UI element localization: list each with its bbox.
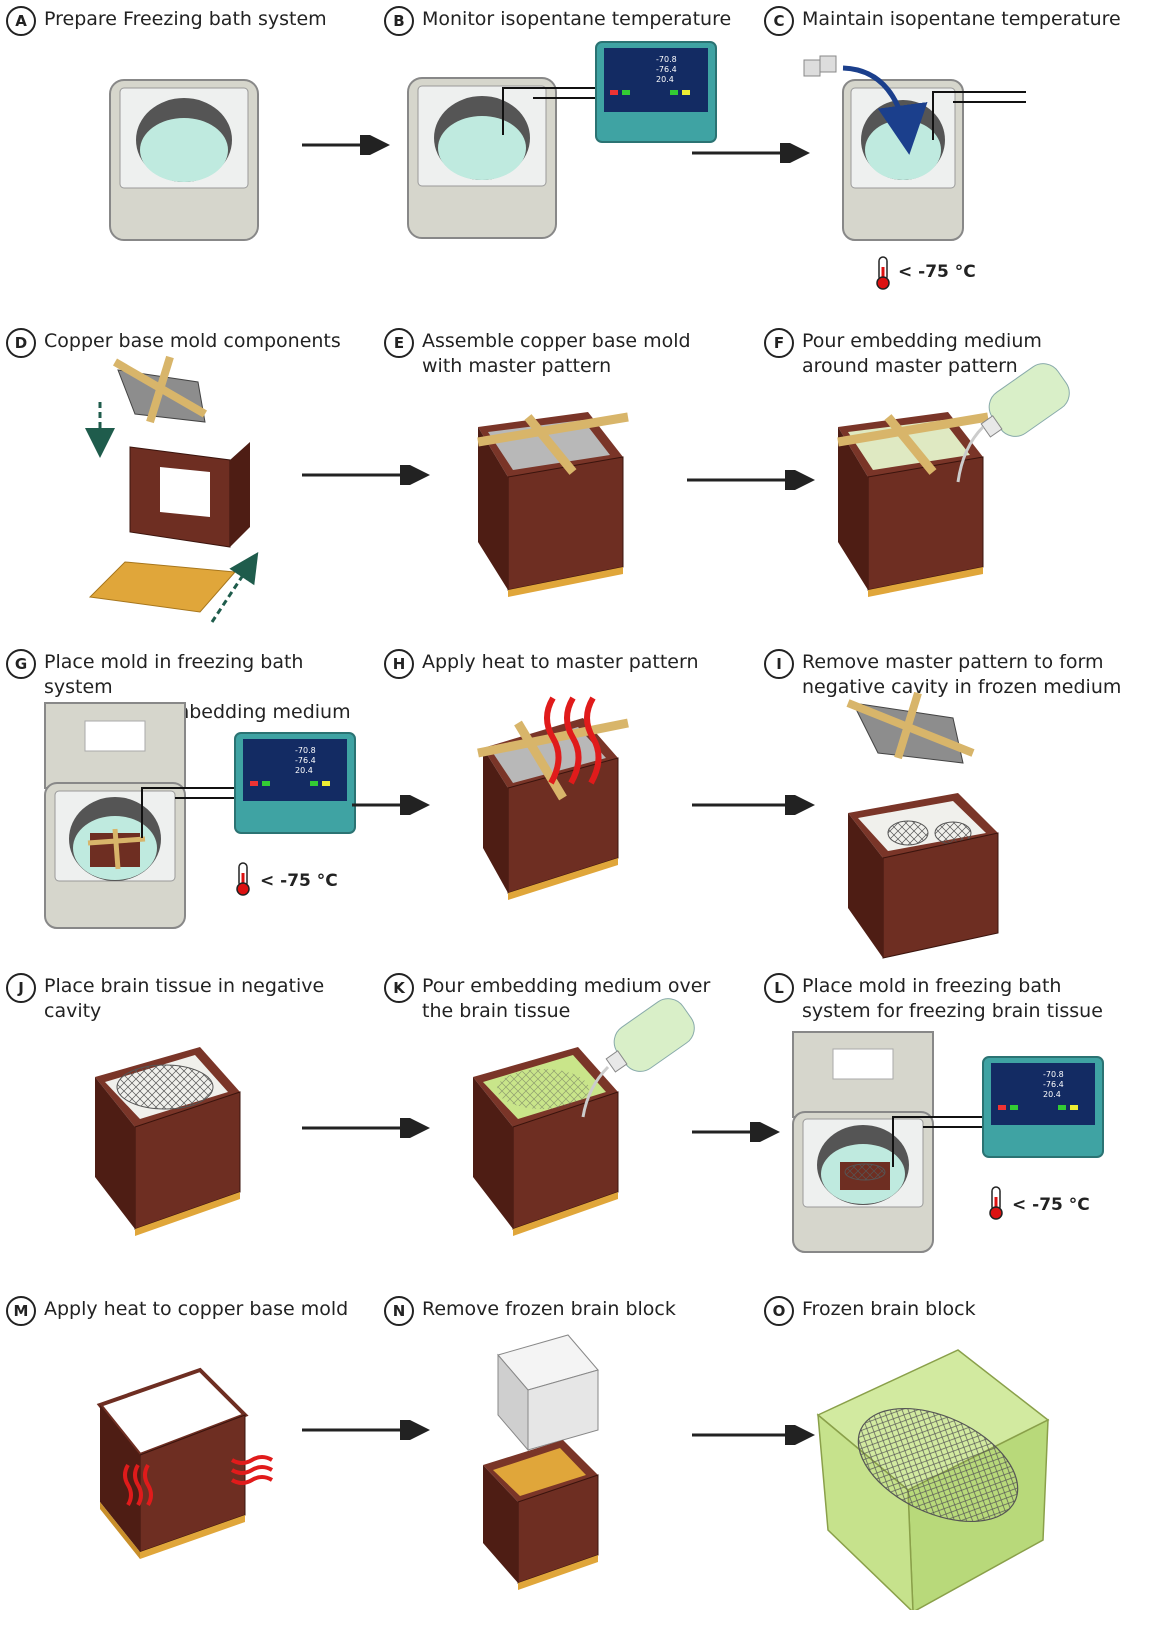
panel-title: Assemble copper base mold with master pa… bbox=[422, 330, 691, 377]
negative-cavity-illustration bbox=[846, 691, 999, 959]
thermometer-icon bbox=[989, 1186, 1003, 1220]
freezing-bath-illustration bbox=[109, 79, 259, 241]
monitor-reading-2: -76.4 bbox=[656, 65, 677, 74]
panel-f: F Pour embedding medium around master pa… bbox=[758, 322, 1128, 642]
flow-arrow-e-f bbox=[687, 470, 815, 490]
flow-arrow-k-l bbox=[692, 1122, 780, 1142]
temperature-label: < -75 °C bbox=[898, 262, 976, 282]
panel-title: Frozen brain block bbox=[802, 1298, 976, 1320]
maintain-temperature-illustration bbox=[803, 55, 1026, 241]
flow-arrow-h-i bbox=[692, 795, 815, 815]
panel-title: Apply heat to copper base mold bbox=[44, 1298, 349, 1320]
assembled-mold-illustration bbox=[477, 412, 629, 597]
thermometer-icon bbox=[876, 256, 890, 290]
panel-title: Place brain tissue in negative cavity bbox=[44, 975, 325, 1022]
panel-j: J Place brain tissue in negative cavity bbox=[0, 967, 370, 1287]
panel-title: Place mold in freezing bath system for f… bbox=[802, 975, 1103, 1022]
frozen-brain-block-illustration bbox=[816, 1349, 1050, 1610]
panel-letter: N bbox=[384, 1296, 414, 1326]
panel-title: Pour embedding medium over the brain tis… bbox=[422, 975, 711, 1022]
monitor-reading-2: -76.4 bbox=[1043, 1080, 1064, 1089]
panel-title: Copper base mold components bbox=[44, 330, 341, 352]
panel-title: Maintain isopentane temperature bbox=[802, 8, 1121, 30]
flow-arrow-m-n bbox=[302, 1420, 430, 1440]
monitor-reading-3: 20.4 bbox=[295, 766, 313, 775]
flow-arrow-g-h bbox=[352, 795, 430, 815]
remove-frozen-block-illustration bbox=[483, 1334, 599, 1590]
mold-components-illustration bbox=[85, 355, 259, 623]
panel-title: Apply heat to master pattern bbox=[422, 651, 699, 673]
panel-letter: C bbox=[764, 6, 794, 36]
heat-master-pattern-illustration bbox=[477, 696, 629, 900]
monitor-reading-1: -70.8 bbox=[1043, 1070, 1064, 1079]
panel-i: I Remove master pattern to form negative… bbox=[758, 643, 1128, 963]
panel-letter: D bbox=[6, 328, 36, 358]
monitor-reading-1: -70.8 bbox=[295, 746, 316, 755]
monitor-reading-3: 20.4 bbox=[656, 75, 674, 84]
panel-b: B Monitor isopentane temperature -70.8 -… bbox=[378, 0, 748, 320]
panel-h: H Apply heat to master pattern bbox=[378, 643, 748, 963]
flow-arrow-a-b bbox=[302, 135, 390, 155]
panel-a: A Prepare Freezing bath system bbox=[0, 0, 370, 320]
panel-letter: B bbox=[384, 6, 414, 36]
panel-e: E Assemble copper base mold with master … bbox=[378, 322, 748, 642]
panel-title: Pour embedding medium around master patt… bbox=[802, 330, 1042, 377]
flow-arrow-j-k bbox=[302, 1118, 430, 1138]
panel-n: N Remove frozen brain block bbox=[378, 1290, 748, 1610]
monitor-reading-3: 20.4 bbox=[1043, 1090, 1061, 1099]
monitor-reading-1: -70.8 bbox=[656, 55, 677, 64]
panel-o: O Frozen brain block bbox=[758, 1290, 1128, 1610]
pour-over-tissue-illustration bbox=[473, 998, 695, 1236]
panel-k: K Pour embedding medium over the brain t… bbox=[378, 967, 748, 1287]
temperature-label: < -75 °C bbox=[260, 871, 338, 891]
panel-title: Remove master pattern to form negative c… bbox=[802, 651, 1122, 698]
panel-letter: F bbox=[764, 328, 794, 358]
panel-title: Monitor isopentane temperature bbox=[422, 8, 732, 30]
heat-base-mold-illustration bbox=[96, 1367, 274, 1559]
panel-letter: L bbox=[764, 973, 794, 1003]
tissue-mold-in-bath-illustration: -70.8 -76.4 20.4 bbox=[792, 1031, 1104, 1253]
panel-g: G Place mold in freezing bath system for… bbox=[0, 643, 370, 963]
pour-medium-illustration bbox=[837, 363, 1070, 597]
panel-letter: M bbox=[6, 1296, 36, 1326]
panel-letter: J bbox=[6, 973, 36, 1003]
panel-title: Remove frozen brain block bbox=[422, 1298, 676, 1320]
thermometer-icon bbox=[236, 862, 250, 896]
panel-letter: A bbox=[6, 6, 36, 36]
panel-letter: G bbox=[6, 649, 36, 679]
monitor-reading-2: -76.4 bbox=[295, 756, 316, 765]
panel-d: D Copper base mold components bbox=[0, 322, 370, 642]
panel-letter: K bbox=[384, 973, 414, 1003]
brain-tissue-in-cavity-illustration bbox=[95, 1047, 241, 1236]
panel-letter: H bbox=[384, 649, 414, 679]
panel-letter: E bbox=[384, 328, 414, 358]
panel-c: C Maintain isopentane temperature < -75 … bbox=[758, 0, 1128, 320]
flow-arrow-b-c bbox=[692, 143, 810, 163]
panel-m: M Apply heat to copper base mold bbox=[0, 1290, 370, 1610]
panel-title: Prepare Freezing bath system bbox=[44, 8, 327, 30]
panel-letter: O bbox=[764, 1296, 794, 1326]
panel-l: L Place mold in freezing bath system for… bbox=[758, 967, 1128, 1287]
temperature-label: < -75 °C bbox=[1012, 1195, 1090, 1215]
panel-letter: I bbox=[764, 649, 794, 679]
flow-arrow-d-e bbox=[302, 465, 430, 485]
mold-in-bath-illustration: -70.8 -76.4 20.4 bbox=[44, 702, 356, 929]
flow-arrow-n-o bbox=[692, 1425, 815, 1445]
temperature-monitor-illustration: -70.8 -76.4 20.4 bbox=[407, 41, 717, 239]
